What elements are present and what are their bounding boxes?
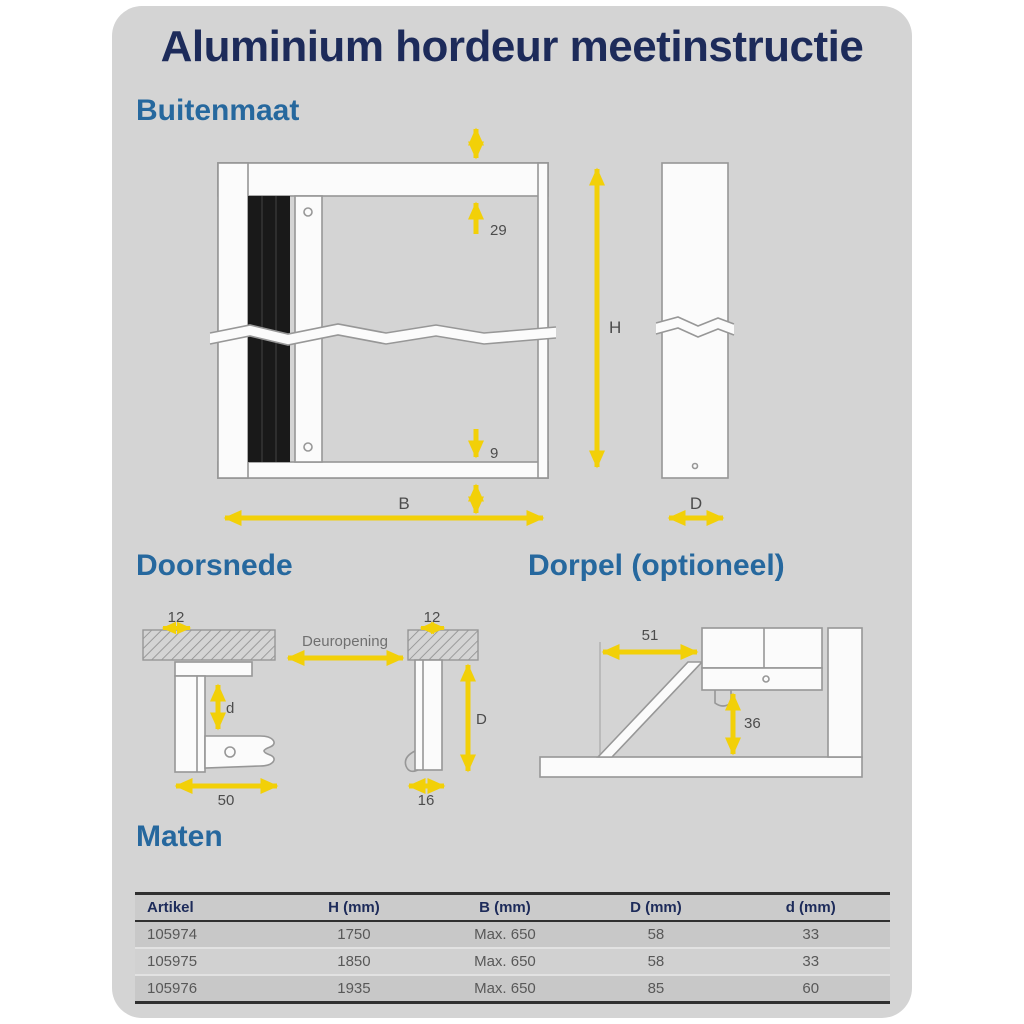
right-profile-drawing	[404, 659, 443, 773]
section-heading-doorsnede: Doorsnede	[136, 549, 293, 582]
maten-table: Artikel H (mm) B (mm) D (mm) d (mm) 1059…	[135, 892, 890, 1004]
section-heading-maten: Maten	[136, 820, 223, 853]
table-cell: 1850	[278, 948, 430, 976]
right-upright	[827, 627, 863, 758]
diagrams-overlay: 29 9 B H D	[142, 127, 863, 809]
column-header-h: H (mm)	[278, 892, 430, 922]
dorpel-diagram: 51 36	[539, 627, 863, 778]
dim-label-D-doorsnede: D	[476, 711, 487, 728]
column-header-b: B (mm)	[429, 892, 581, 922]
buitenmaat-dimension-arrows	[223, 127, 725, 527]
table-cell: 85	[580, 975, 732, 1004]
dim-label-50: 50	[218, 792, 235, 809]
table-row: 105974 1750 Max. 650 58 33	[135, 921, 890, 949]
table-cell: 60	[731, 975, 890, 1004]
dim-label-51: 51	[642, 627, 659, 644]
dim-label-d: d	[226, 700, 234, 717]
dim-label-B: B	[398, 494, 409, 513]
dim-label-16: 16	[418, 792, 435, 809]
front-view-drawing	[209, 162, 557, 479]
doorsnede-diagram: 12 12 Deuropening d 50 D 16	[142, 609, 487, 809]
buitenmaat-diagram: 29 9 B H D	[209, 127, 735, 527]
dim-label-D: D	[690, 494, 702, 513]
threshold-ramp	[596, 661, 704, 758]
wall-section-left	[142, 629, 276, 661]
table-cell: 58	[580, 921, 732, 949]
dim-label-29: 29	[490, 222, 507, 239]
break-line	[210, 324, 556, 345]
table-row: 105975 1850 Max. 650 58 33	[135, 948, 890, 976]
left-profile-drawing	[174, 661, 275, 773]
table-cell: 1750	[278, 921, 430, 949]
table-cell-artikel: 105976	[135, 975, 279, 1004]
break-line	[656, 317, 734, 337]
dim-label-12-right: 12	[424, 609, 441, 626]
table-cell: 33	[731, 921, 890, 949]
table-cell: Max. 650	[429, 975, 581, 1004]
table-cell: Max. 650	[429, 921, 581, 949]
table-cell-artikel: 105974	[135, 921, 279, 949]
side-view-drawing	[655, 162, 735, 479]
rail-box	[701, 627, 823, 669]
section-heading-dorpel: Dorpel (optioneel)	[528, 549, 785, 582]
doorsnede-dimension-arrows	[174, 649, 477, 795]
table-header-row: Artikel H (mm) B (mm) D (mm) d (mm)	[135, 892, 890, 922]
dim-label-H: H	[609, 318, 621, 337]
dorpel-dimension-arrows	[601, 643, 742, 756]
column-header-d-cap: D (mm)	[580, 892, 732, 922]
table-cell: Max. 650	[429, 948, 581, 976]
dim-label-9: 9	[490, 445, 498, 462]
page-title: Aluminium hordeur meetinstructie	[160, 22, 864, 71]
wall-section-right	[407, 629, 479, 661]
section-heading-buitenmaat: Buitenmaat	[136, 94, 300, 127]
dim-label-36: 36	[744, 715, 761, 732]
column-header-d-low: d (mm)	[731, 892, 890, 922]
dim-label-12-left: 12	[168, 609, 185, 626]
instruction-card: Aluminium hordeur meetinstructie Buitenm…	[112, 6, 912, 1018]
base-plate	[539, 756, 863, 778]
column-header-artikel: Artikel	[135, 892, 279, 922]
table-cell-artikel: 105975	[135, 948, 279, 976]
table-cell: 33	[731, 948, 890, 976]
deuropening-label: Deuropening	[302, 633, 388, 650]
table-cell: 1935	[278, 975, 430, 1004]
table-row: 105976 1935 Max. 650 85 60	[135, 975, 890, 1004]
table-cell: 58	[580, 948, 732, 976]
